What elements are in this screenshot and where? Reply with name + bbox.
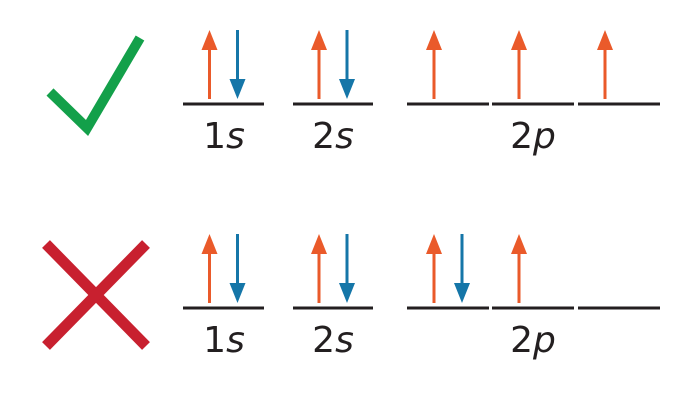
orbital-row-1 [183, 30, 660, 106]
spin-up-arrow [311, 30, 327, 99]
spin-down-arrow [229, 30, 246, 99]
label-1s-row2: 1s [203, 320, 245, 361]
row-incorrect: 1s 2s 2p [42, 234, 660, 361]
spin-down-arrow [454, 234, 470, 303]
label-1s-row1: 1s [203, 116, 245, 157]
spin-up-arrow [511, 30, 527, 99]
label-2p-row1: 2p [510, 116, 556, 157]
spin-up-arrow [311, 234, 327, 303]
cross-icon [42, 240, 150, 350]
spin-up-arrow [426, 234, 442, 303]
spin-up-arrow [201, 30, 218, 99]
spin-down-arrow [339, 234, 355, 303]
label-2p-row2: 2p [510, 320, 556, 361]
spin-down-arrow [229, 234, 246, 303]
spin-down-arrow [339, 30, 355, 99]
orbital-row-2 [183, 234, 660, 310]
label-2s-row2: 2s [312, 320, 354, 361]
check-icon [46, 35, 145, 137]
label-2s-row1: 2s [312, 116, 354, 157]
spin-up-arrow [201, 234, 218, 303]
spin-up-arrow [426, 30, 442, 99]
spin-up-arrow [597, 30, 613, 99]
row-correct: 1s 2s 2p [46, 30, 660, 157]
spin-up-arrow [511, 234, 527, 303]
